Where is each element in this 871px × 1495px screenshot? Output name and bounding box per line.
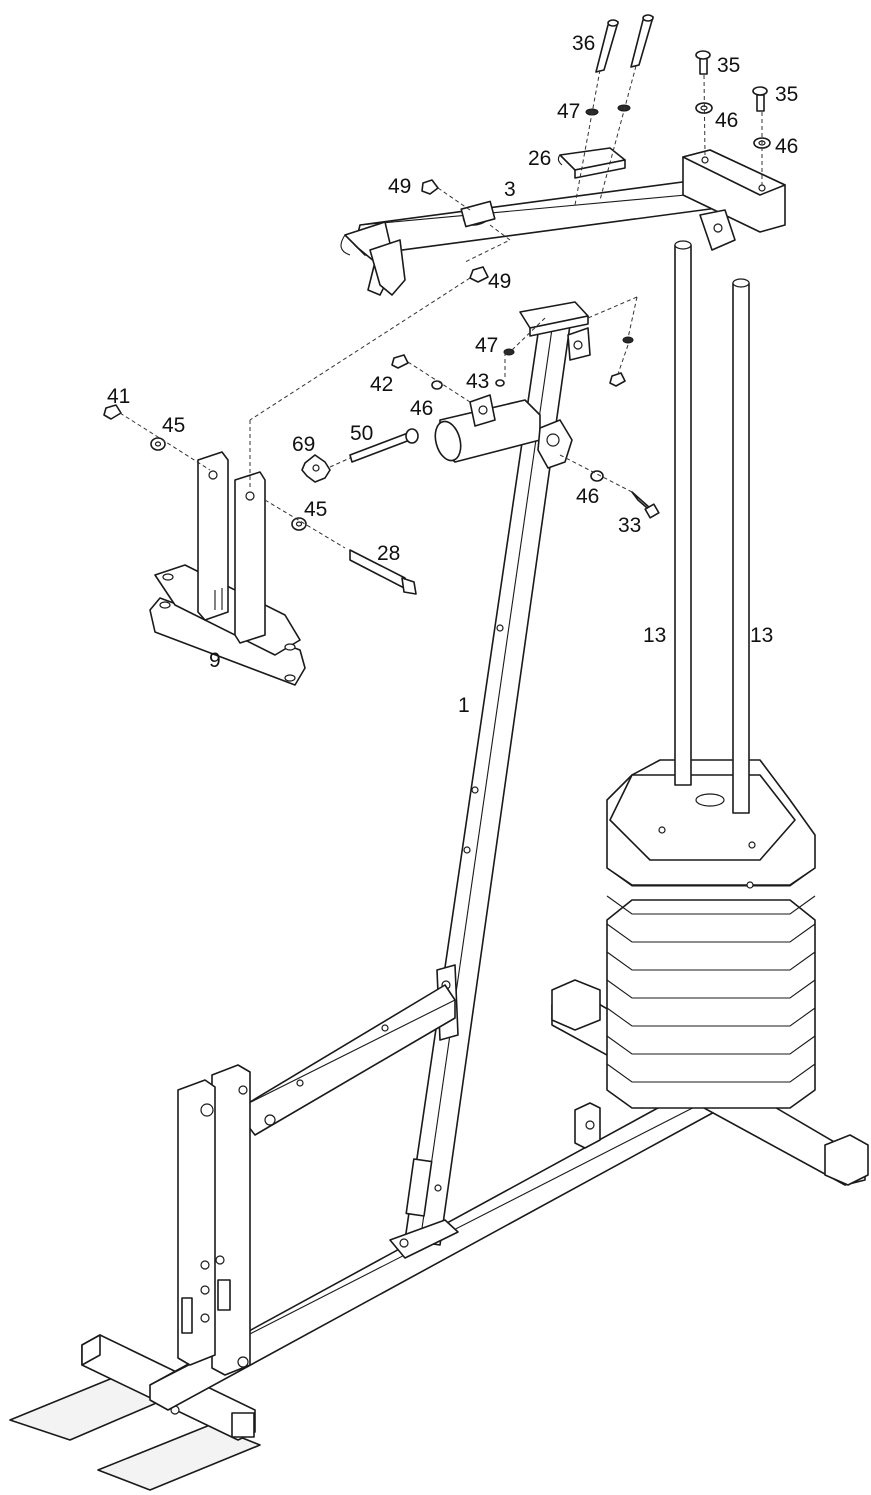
weight-plate-edge <box>606 1007 816 1027</box>
label-13: 13 <box>643 624 666 647</box>
label-42: 42 <box>370 373 393 396</box>
upper-bracket <box>519 301 591 361</box>
weight-plate-edge <box>606 951 816 971</box>
label-49: 49 <box>388 175 411 198</box>
label-45: 45 <box>304 498 327 521</box>
label-1: 1 <box>458 694 470 717</box>
label-33: 33 <box>618 514 641 537</box>
guide-rod-right <box>732 278 750 814</box>
weight-plate-edge <box>606 979 816 999</box>
weight-plate-edge <box>606 923 816 943</box>
label-50: 50 <box>350 422 373 445</box>
foot-plate-right <box>97 1424 261 1491</box>
main-upright-tube <box>389 319 571 1259</box>
label-36: 36 <box>572 32 595 55</box>
weight-plate-edge <box>606 1035 816 1055</box>
label-47: 47 <box>557 100 580 123</box>
weight-stack <box>606 759 816 1109</box>
pivot-housing <box>434 394 573 469</box>
label-9: 9 <box>209 649 221 672</box>
label-47: 47 <box>475 334 498 357</box>
part-labels: 36 35 35 47 46 46 26 49 3 49 47 42 43 41… <box>107 32 798 717</box>
label-45: 45 <box>162 414 185 437</box>
label-43: 43 <box>466 370 489 393</box>
weight-plate-edge <box>606 1063 816 1083</box>
label-35: 35 <box>717 54 740 77</box>
label-26: 26 <box>528 147 551 170</box>
front-upright-post <box>177 1064 251 1376</box>
label-49: 49 <box>488 270 511 293</box>
label-28: 28 <box>377 542 400 565</box>
label-69: 69 <box>292 433 315 456</box>
bolt-35 <box>695 50 768 112</box>
label-35: 35 <box>775 83 798 106</box>
label-41: 41 <box>107 385 130 408</box>
seat-bracket <box>149 451 306 686</box>
hardware <box>103 14 771 595</box>
label-46: 46 <box>715 109 738 132</box>
label-46: 46 <box>410 397 433 420</box>
label-13: 13 <box>750 624 773 647</box>
label-3: 3 <box>504 178 516 201</box>
weight-plate-edge <box>606 895 816 915</box>
label-46: 46 <box>576 485 599 508</box>
label-46: 46 <box>775 135 798 158</box>
top-beam <box>340 147 786 296</box>
bolt-36 <box>595 14 654 73</box>
guide-rod-left <box>674 240 692 786</box>
assembly-lines <box>119 65 763 549</box>
